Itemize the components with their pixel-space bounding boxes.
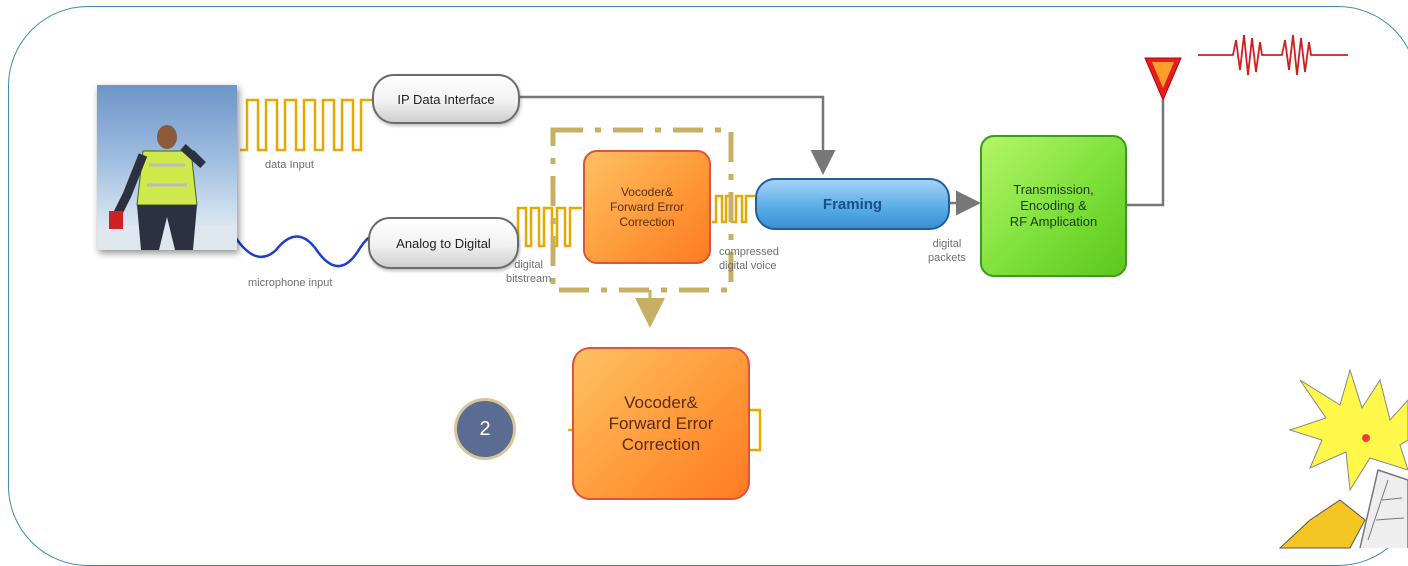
transmission-label-line-3: RF Amplication <box>1009 214 1098 229</box>
ip-data-interface-node: IP Data Interface <box>372 74 520 124</box>
bitstream-square-wave <box>516 206 582 248</box>
digital-bitstream-caption-line-1: digital <box>514 259 543 271</box>
vocoder-zoom-label-line-2: Forward Error <box>608 414 714 433</box>
connection-layer <box>230 34 1408 549</box>
person-figure-icon <box>97 125 237 250</box>
digital-packets-caption: digital packets <box>928 237 966 265</box>
framing-node: Framing <box>755 178 950 230</box>
radio-tower-logo <box>1278 368 1408 549</box>
step-number-label: 2 <box>479 417 491 440</box>
data-input-caption: data Input <box>265 159 314 171</box>
vocoder-label-line-2: Forward Error <box>609 199 684 214</box>
transmission-node: Transmission, Encoding & RF Amplication <box>980 135 1127 277</box>
vocoder-zoom-node: Vocoder& Forward Error Correction <box>572 347 750 500</box>
vocoder-node: Vocoder& Forward Error Correction <box>583 150 711 264</box>
microphone-sine-wave <box>230 231 379 268</box>
analog-to-digital-node: Analog to Digital <box>368 217 519 269</box>
person-with-walkie-talkie-photo <box>97 85 237 250</box>
vocoder-label-line-3: Correction <box>619 214 675 229</box>
vocoder-zoom-label-line-3: Correction <box>621 435 701 454</box>
vocoder-label-line-1: Vocoder& <box>620 184 674 199</box>
digital-packets-caption-line-1: digital <box>932 238 962 250</box>
digital-bitstream-caption: digital bitstream <box>506 258 551 286</box>
digital-packets-caption-line-2: packets <box>928 252 966 264</box>
ip-to-framing-arrow <box>516 95 836 175</box>
rf-signal-icon <box>1198 34 1348 76</box>
digital-bitstream-caption-line-2: bitstream <box>506 273 552 285</box>
transmission-label-line-1: Transmission, <box>1013 182 1094 197</box>
vocoder-zoom-label-line-1: Vocoder& <box>624 393 698 412</box>
compressed-voice-caption-line-1: compressed <box>719 246 779 258</box>
framing-label: Framing <box>822 195 883 213</box>
data-input-square-wave <box>240 98 372 152</box>
compressed-voice-caption-line-2: digital voice <box>719 260 777 272</box>
highlight-dashed-box <box>550 127 734 293</box>
transmission-to-antenna-line <box>1127 100 1165 207</box>
ip-data-interface-label: IP Data Interface <box>397 91 495 107</box>
transmission-label-line-2: Encoding & <box>1020 198 1087 213</box>
compressed-voice-caption: compressed digital voice <box>719 245 779 273</box>
zoom-right-stub <box>750 408 762 452</box>
microphone-input-caption: microphone input <box>248 277 333 289</box>
analog-to-digital-label: Analog to Digital <box>396 235 491 251</box>
step-number-badge: 2 <box>454 398 516 460</box>
antenna-icon <box>1144 57 1182 102</box>
